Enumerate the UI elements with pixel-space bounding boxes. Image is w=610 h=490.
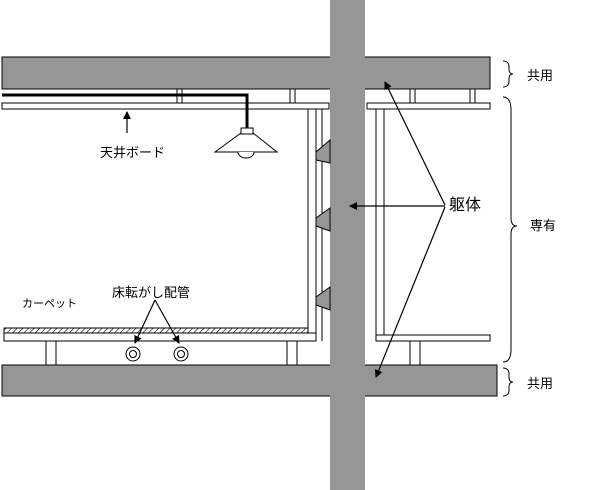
label-ceiling-board: 天井ボード — [100, 146, 165, 161]
wall-bracket-3 — [315, 286, 331, 311]
lamp-wire — [2, 93, 249, 128]
label-common-top: 共用 — [527, 69, 553, 84]
floor-board-right — [375, 334, 491, 342]
floor-supports-left — [45, 341, 298, 365]
brace-common-top — [502, 60, 514, 88]
brace-private — [502, 96, 518, 363]
wall-bracket-2 — [315, 207, 331, 232]
upper-slab — [1, 56, 491, 90]
arrow-piping-1 — [134, 299, 156, 344]
brace-common-bottom — [502, 367, 514, 397]
label-floor-piping: 床転がし配管 — [112, 286, 190, 301]
arrow-piping-2 — [154, 299, 180, 344]
floor-supports-right — [409, 341, 421, 365]
floor-board-left — [3, 332, 317, 342]
interior-wall-right — [375, 109, 385, 335]
label-private: 専有 — [530, 219, 556, 234]
arrow-structure-top — [384, 81, 446, 206]
wall-bracket-1 — [315, 138, 331, 164]
pendant-lamp-icon — [213, 132, 279, 153]
label-structure: 躯体 — [449, 195, 481, 214]
carpet-layer — [3, 327, 309, 334]
arrow-structure-bottom — [374, 206, 446, 378]
label-common-bottom: 共用 — [527, 377, 553, 392]
ceiling-board-left — [1, 102, 330, 110]
lamp-bulb — [237, 151, 255, 159]
ceiling-hangers-right — [409, 89, 476, 103]
label-carpet: カーペット — [22, 297, 77, 310]
lower-slab — [1, 364, 498, 397]
ceiling-board-right — [366, 102, 491, 110]
lamp-socket — [240, 127, 254, 135]
floor-pipe-1-icon — [125, 346, 141, 362]
structural-column — [330, 0, 365, 490]
floor-pipe-2-icon — [173, 346, 189, 362]
